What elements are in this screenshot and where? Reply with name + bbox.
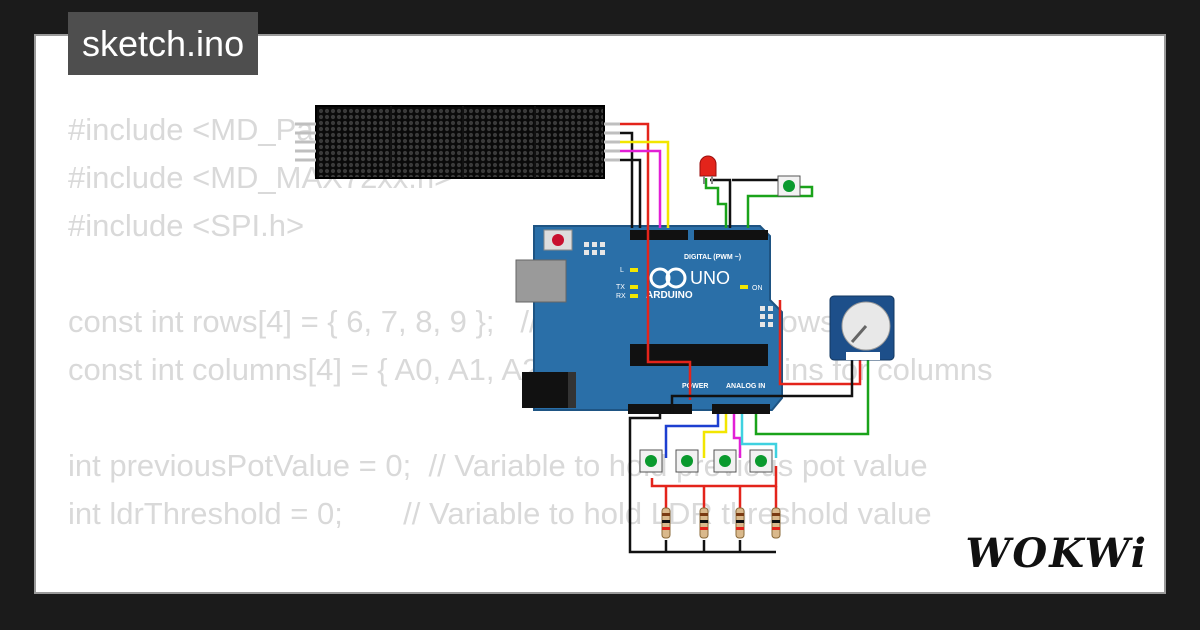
push-button <box>675 449 699 473</box>
push-button <box>713 449 737 473</box>
power-jack <box>522 372 574 408</box>
sketch-title: sketch.ino <box>68 12 259 75</box>
header-digital-high <box>630 230 688 240</box>
header-analog <box>712 404 770 414</box>
rx-label: RX <box>616 293 626 300</box>
resistor-row <box>661 507 781 539</box>
push-button <box>639 449 663 473</box>
digital-label: DIGITAL (PWM ~) <box>684 254 741 261</box>
push-button-row <box>639 449 773 473</box>
board-model-label: UNO <box>690 268 730 288</box>
red-led <box>699 155 717 184</box>
power-label: POWER <box>682 383 708 390</box>
resistor <box>771 507 781 539</box>
wires <box>620 122 870 554</box>
resistor <box>699 507 709 539</box>
push-button-top <box>777 175 801 197</box>
analog-label: ANALOG IN <box>726 383 765 390</box>
code-line: #include <SPI.h> <box>68 208 305 243</box>
led-matrix-display <box>295 105 620 179</box>
tx-label: TX <box>616 284 625 291</box>
code-line: int ldrThreshold = 0; // Variable to hol… <box>68 496 932 531</box>
microcontroller-chip <box>630 344 768 366</box>
header-digital-low <box>694 230 768 240</box>
usb-port <box>515 259 567 303</box>
potentiometer <box>829 295 895 361</box>
l-label: L <box>620 267 624 274</box>
push-button <box>749 449 773 473</box>
resistor <box>661 507 671 539</box>
resistor <box>735 507 745 539</box>
wokwi-logo: WOKWi <box>965 530 1148 577</box>
board-brand-label: ARDUINO <box>646 290 693 301</box>
on-label: ON <box>752 285 763 292</box>
arduino-uno-board: UNO ARDUINO DIGITAL (PWM ~) POWER ANALOG… <box>515 225 783 414</box>
header-power <box>628 404 692 414</box>
